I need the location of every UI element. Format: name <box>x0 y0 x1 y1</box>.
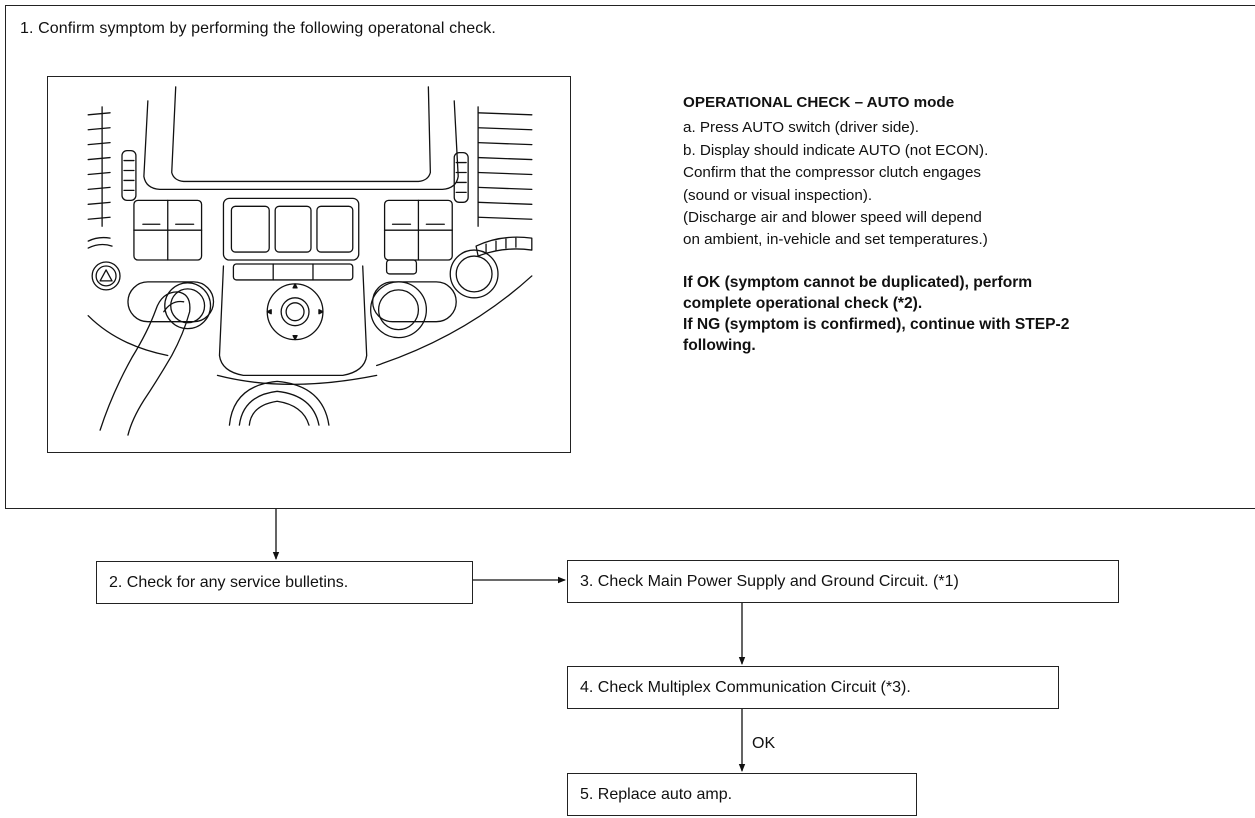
instruction-line: (sound or visual inspection). <box>683 186 873 204</box>
step4-box: 4. Check Multiplex Communication Circuit… <box>567 666 1059 709</box>
step3-box: 3. Check Main Power Supply and Ground Ci… <box>567 560 1119 603</box>
step1-box <box>5 5 1255 509</box>
operational-check-text: OPERATIONAL CHECK – AUTO mode a. Press A… <box>683 92 1069 356</box>
step1-title: 1. Confirm symptom by performing the fol… <box>20 20 496 37</box>
operational-check-heading: OPERATIONAL CHECK – AUTO mode <box>683 94 955 111</box>
step3-label: 3. Check Main Power Supply and Ground Ci… <box>580 572 959 590</box>
control-panel-illustration <box>47 76 571 453</box>
result-line: If NG (symptom is confirmed), continue w… <box>683 315 1070 333</box>
instruction-line: b. Display should indicate AUTO (not ECO… <box>683 141 989 159</box>
step2-label: 2. Check for any service bulletins. <box>109 573 349 591</box>
instruction-line: Confirm that the compressor clutch engag… <box>683 164 981 182</box>
instruction-line: on ambient, in-vehicle and set temperatu… <box>683 231 988 249</box>
result-line: following. <box>683 336 756 354</box>
step5-label: 5. Replace auto amp. <box>580 785 733 803</box>
instruction-line: a. Press AUTO switch (driver side). <box>683 119 920 137</box>
result-instructions: If OK (symptom cannot be duplicated), pe… <box>683 272 1069 356</box>
step2-box: 2. Check for any service bulletins. <box>96 561 473 604</box>
result-line: If OK (symptom cannot be duplicated), pe… <box>683 273 1033 291</box>
left-vent-slats <box>87 106 111 227</box>
right-vent-slats <box>477 106 533 227</box>
step4-label: 4. Check Multiplex Communication Circuit… <box>580 678 911 696</box>
step5-box: 5. Replace auto amp. <box>567 773 917 816</box>
result-line: complete operational check (*2). <box>683 294 923 312</box>
instruction-line: (Discharge air and blower speed will dep… <box>683 209 982 227</box>
ok-label: OK <box>752 735 776 752</box>
